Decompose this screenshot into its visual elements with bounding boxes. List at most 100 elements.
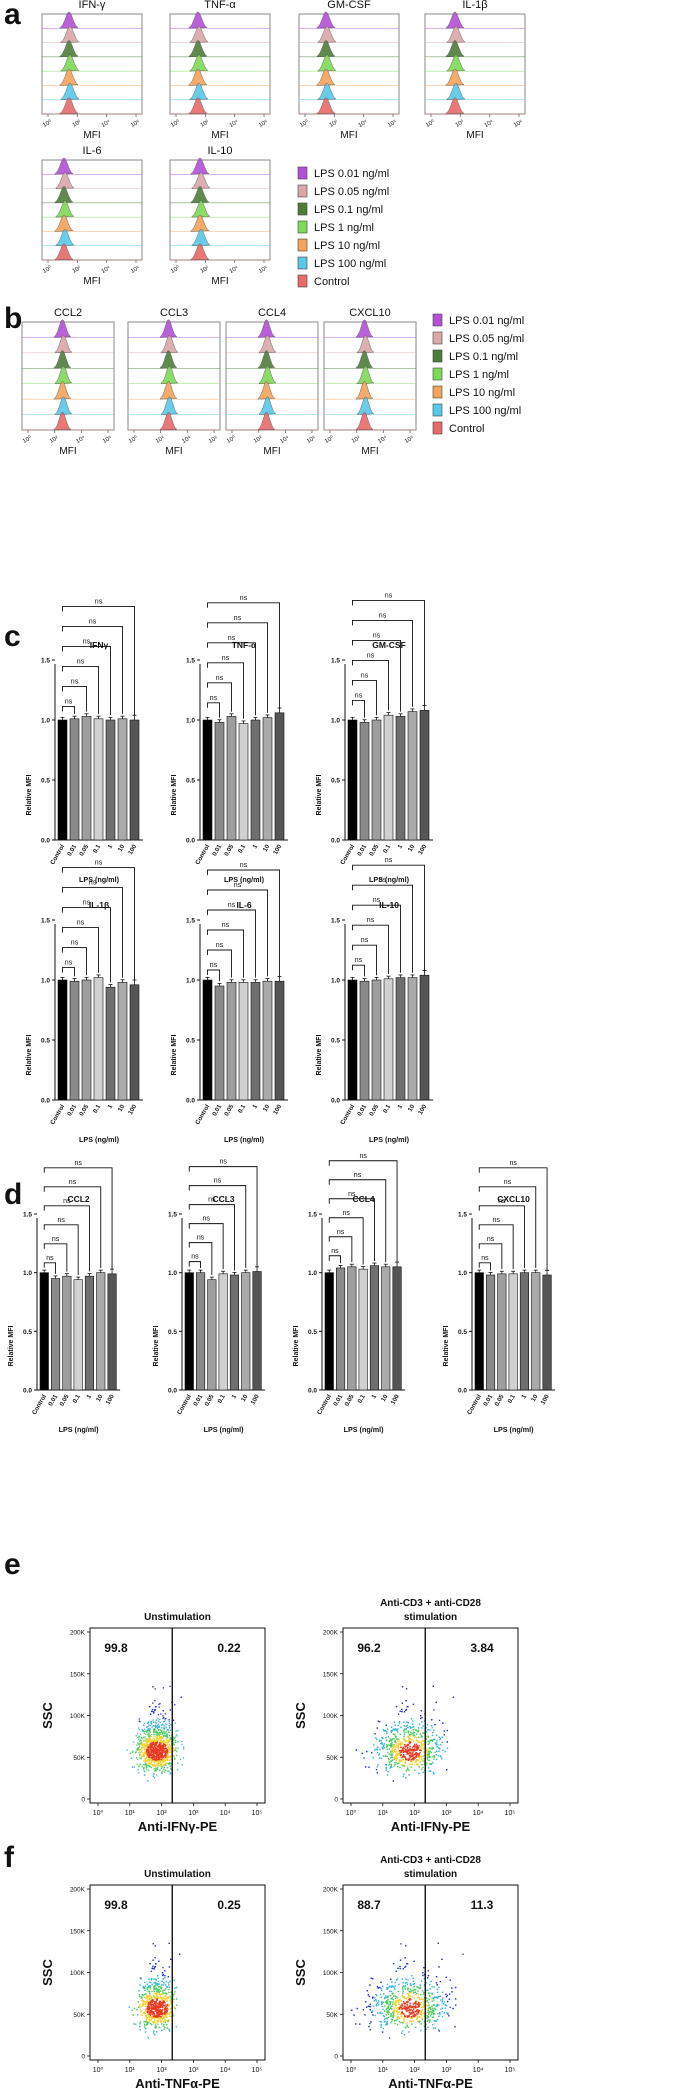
bar-ns-label-3-2: ns	[71, 940, 79, 947]
bar-ns-label-6-4: ns	[63, 1198, 71, 1205]
bar-bracket-1-2	[207, 682, 232, 712]
hist-a-tick-label-0-0: 10⁰	[42, 118, 54, 129]
flow-xlabel-2: Anti-TNFα-PE	[135, 2076, 220, 2091]
bar-ns-label-0-4: ns	[83, 638, 91, 645]
bar-xtick-label-2-3: 0.1	[382, 843, 393, 854]
hist-a-title-1: TNF-α	[204, 0, 236, 11]
hist-a-histogram-0-4	[59, 68, 79, 86]
hist-a-histogram-1-5	[189, 83, 209, 100]
bar-bracket-3-6	[62, 867, 135, 980]
bar-5-2	[371, 979, 382, 1101]
panel-label-a: a	[4, 0, 21, 31]
hist-a-histogram-3-2	[445, 40, 465, 58]
bar-ylabel-1: Relative MFI	[171, 775, 178, 816]
legend-b-label-1: LPS 0.05 ng/ml	[449, 333, 524, 345]
bar-3-1	[69, 980, 80, 1101]
bar-6-4	[84, 1275, 94, 1391]
hist-b-histogram-0-2	[53, 350, 72, 369]
bar-1-2	[226, 716, 237, 841]
hist-b-tick-label-1-2: 10⁴	[181, 434, 193, 445]
panel-label-b: b	[4, 302, 23, 335]
bar-bracket-9-2	[478, 1243, 503, 1270]
bar-bracket-5-3	[352, 924, 389, 974]
bar-xtick-label-7-6: 100	[250, 1393, 262, 1406]
legend-b-label-5: LPS 100 ng/ml	[449, 405, 521, 417]
flow-ytick-label-3-0: 0	[334, 2054, 338, 2061]
hist-a-histogram-4-2	[54, 186, 74, 204]
bar-ns-label-2-3: ns	[367, 652, 375, 659]
hist-a-tick-label-5-1: 10²	[200, 265, 211, 275]
bar-bracket-3-3	[62, 927, 99, 973]
hist-b-histogram-0-1	[54, 334, 73, 354]
hist-b-histogram-0-6	[53, 412, 72, 431]
bar-bracket-4-6	[207, 869, 280, 977]
bar-xtick-label-1-6: 100	[272, 843, 284, 856]
hist-b-xlabel-1: MFI	[165, 446, 182, 457]
bar-xtick-label-5-4: 1	[396, 1103, 404, 1110]
bar-7-1	[196, 1272, 206, 1391]
bar-1-1	[214, 722, 225, 841]
flow-ytick-label-2-2: 100K	[70, 1970, 86, 1977]
hist-b-title-0: CCL2	[54, 307, 82, 319]
bar-xtick-label-2-4: 1	[396, 843, 404, 850]
bar-9-3	[508, 1273, 518, 1391]
legend-a-swatch-0	[297, 166, 308, 180]
flow-ylabel-3: SSC	[293, 1959, 308, 1986]
bar-xtick-label-0-5: 10	[117, 843, 127, 853]
bar-bracket-4-2	[207, 949, 232, 978]
legend-b-swatch-6	[432, 421, 443, 435]
bar-0-0	[57, 719, 68, 841]
bar-xtick-label-3-2: 0.05	[78, 1103, 90, 1117]
bar-0-1	[69, 718, 80, 841]
hist-a-frame-3	[424, 13, 526, 115]
hist-a-tick-label-3-0: 10⁰	[425, 118, 437, 129]
bar-bracket-7-3	[188, 1223, 224, 1270]
bar-title-1: TNF-α	[232, 640, 257, 650]
bar-xtick-label-9-6: 100	[540, 1393, 552, 1406]
bar-ns-label-4-5: ns	[234, 882, 242, 889]
hist-a-tick-label-2-1: 10²	[329, 119, 340, 129]
bar-2-0	[347, 719, 358, 841]
bar-xtick-label-3-5: 10	[117, 1103, 127, 1113]
hist-b-histogram-3-2	[355, 350, 374, 369]
flow-ylabel-0: SSC	[40, 1702, 55, 1729]
bar-ns-label-9-3: ns	[492, 1217, 500, 1224]
legend-a-label-0: LPS 0.01 ng/ml	[314, 168, 389, 180]
hist-a-xlabel-1: MFI	[211, 130, 228, 141]
bar-xtick-label-5-0: Control	[339, 1103, 356, 1126]
bar-xtick-label-6-6: 100	[105, 1393, 117, 1406]
bar-2-6	[419, 710, 430, 841]
hist-b-histogram-2-0	[257, 319, 276, 338]
bar-xtick-label-9-2: 0.05	[493, 1393, 505, 1407]
bar-ytick-label-8-0: 0.0	[308, 1388, 317, 1395]
hist-a-histogram-3-3	[446, 54, 466, 72]
bar-1-3	[238, 723, 249, 841]
flow-title2-3: stimulation	[404, 1869, 457, 1880]
bar-5-4	[395, 977, 406, 1101]
bar-ns-label-8-4: ns	[348, 1191, 356, 1198]
bar-xtick-label-7-2: 0.05	[203, 1393, 215, 1407]
bar-ns-label-4-4: ns	[228, 902, 236, 909]
flow-title-3: Anti-CD3 + anti-CD28	[380, 1855, 481, 1866]
bar-xtick-label-2-6: 100	[417, 843, 429, 856]
flow-xtick-label-2-5: 10⁵	[252, 2067, 263, 2074]
hist-a-histogram-4-0	[54, 157, 74, 175]
legend-b-swatch-4	[432, 385, 443, 399]
bar-ytick-label-5-3: 1.5	[331, 918, 340, 925]
bar-ns-label-1-4: ns	[228, 635, 236, 642]
bar-ns-label-7-1: ns	[191, 1254, 199, 1261]
hist-a-histogram-3-0	[445, 11, 465, 29]
bar-7-6	[252, 1271, 262, 1391]
bar-xtick-label-7-0: Control	[176, 1393, 193, 1416]
bar-xtick-label-5-6: 100	[417, 1103, 429, 1116]
flow-ytick-label-0-2: 100K	[70, 1713, 86, 1720]
bar-bracket-6-5	[43, 1186, 102, 1268]
flow-xtick-label-1-0: 10⁰	[346, 1809, 357, 1817]
bar-xlabel-5: LPS (ng/ml)	[369, 1135, 410, 1144]
bar-ns-label-6-5: ns	[69, 1179, 77, 1186]
bar-bracket-0-2	[62, 685, 87, 712]
hist-a-frame-1	[169, 13, 271, 115]
flow-ytick-label-2-4: 200K	[70, 1887, 86, 1894]
bar-bracket-3-5	[62, 887, 123, 978]
bar-xtick-label-7-4: 1	[230, 1393, 238, 1400]
